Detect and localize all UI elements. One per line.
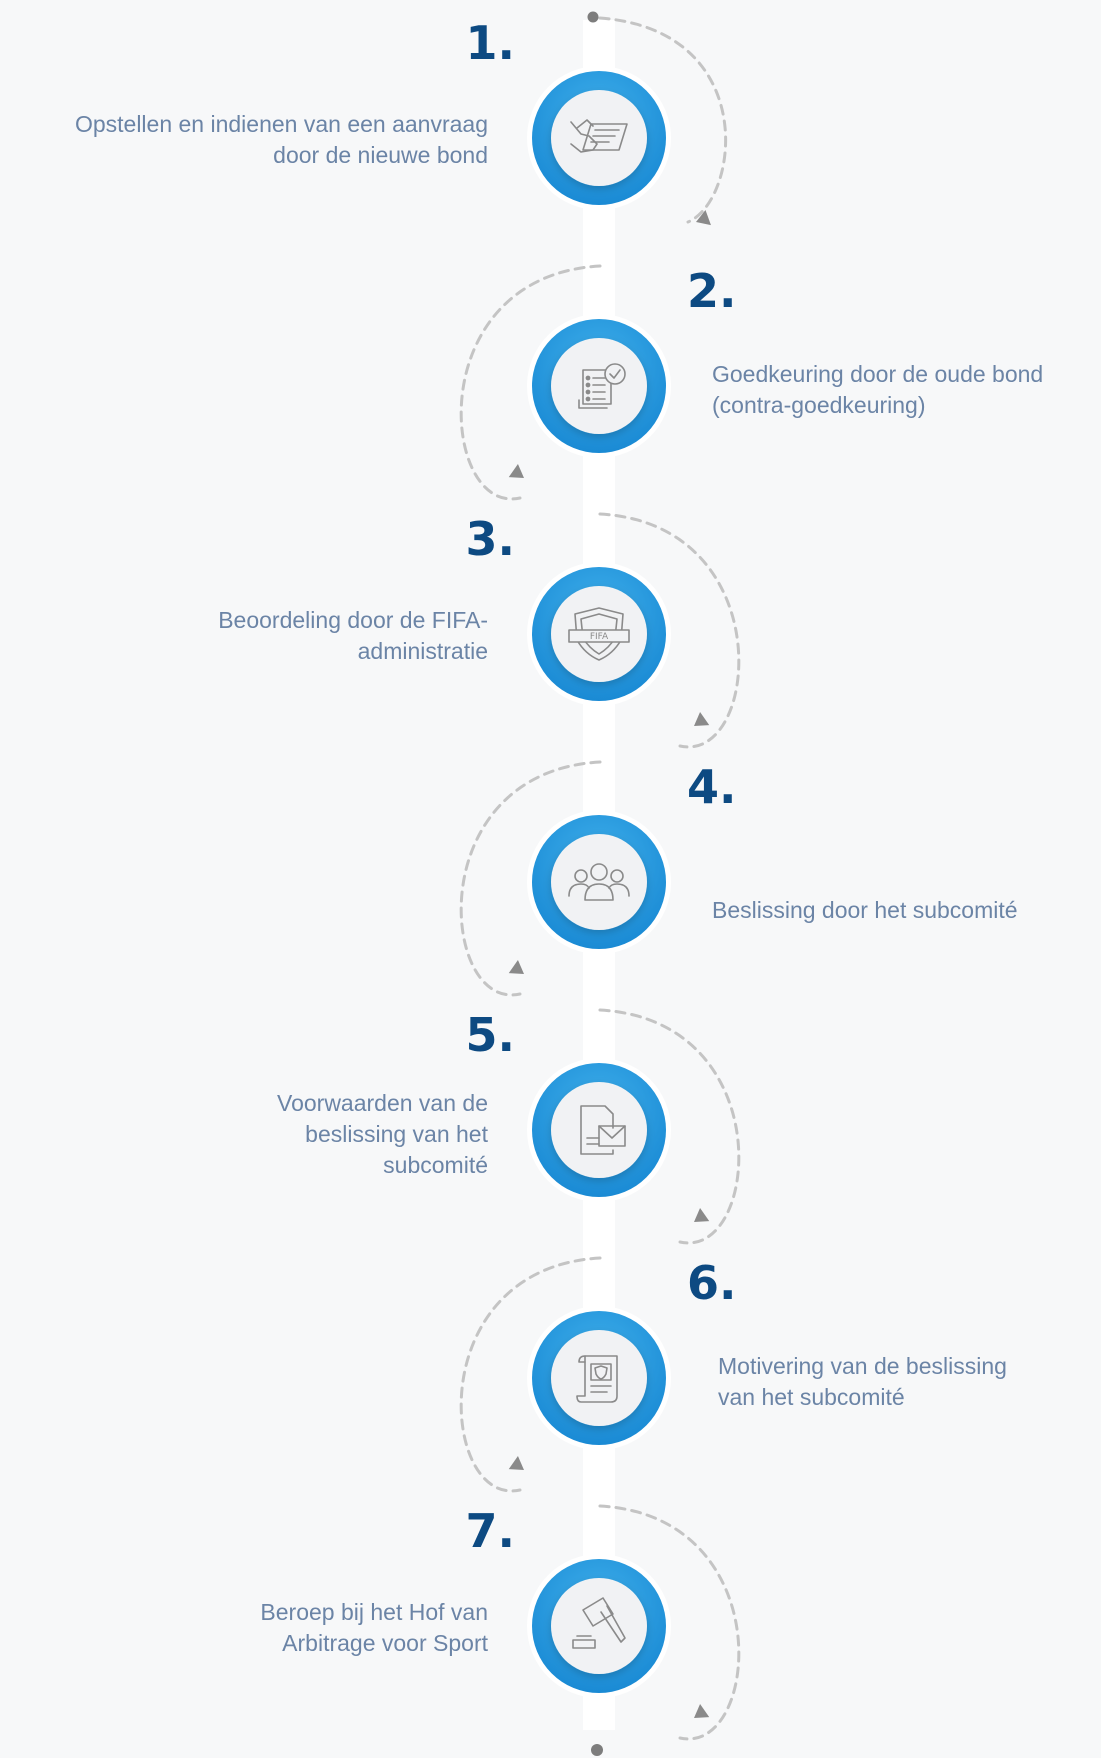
step-description: Motivering van de beslissing van het subc… [718, 1351, 1007, 1413]
connector-arc [598, 16, 728, 224]
step-nodes: FIFA [527, 66, 671, 1698]
node-core [551, 90, 647, 186]
step-node-4 [527, 810, 671, 954]
connector-arc [598, 1008, 741, 1245]
step-number: 4. [687, 760, 737, 814]
step-description-line: Beoordeling door de FIFA- [218, 607, 488, 633]
step-description-line: beslissing van het [305, 1120, 488, 1147]
end-dot [591, 1744, 603, 1756]
step-node-5 [527, 1058, 671, 1202]
node-core [551, 834, 647, 930]
step-number: 2. [687, 264, 737, 318]
gavel-icon [572, 1597, 626, 1649]
connector-arc [459, 760, 602, 997]
node-core [551, 338, 647, 434]
step-description-line: Beslissing door het subcomité [712, 896, 1018, 923]
start-dot [587, 11, 599, 23]
step-description: Voorwaarden van de beslissing van het subc… [277, 1088, 488, 1181]
step-node-3: FIFA [527, 562, 671, 706]
step-description: Goedkeuring door de oude bond (contra-goe… [712, 359, 1043, 421]
step-description-line: (contra-goedkeuring) [712, 392, 926, 418]
step-number: 1. [465, 16, 515, 70]
hand-signing-document-icon [570, 119, 628, 153]
step-node-1 [527, 66, 671, 210]
arrow-head-icon [508, 463, 524, 478]
step-node-7 [527, 1554, 671, 1698]
step-description: Beslissing door het subcomité [712, 895, 1018, 926]
step-node-2 [527, 314, 671, 458]
connector-arc [459, 1256, 602, 1493]
step-description-line: Goedkeuring door de oude bond [712, 361, 1044, 387]
step-number: 6. [687, 1256, 737, 1310]
node-core [551, 1578, 647, 1674]
connector-arc [598, 1504, 741, 1741]
connector-arc [598, 512, 741, 749]
step-description-line: Motivering van de beslissing [718, 1353, 1007, 1379]
step-description-line: Arbitrage voor Sport [282, 1630, 488, 1656]
step-description-line: door de nieuwe bond [273, 142, 488, 168]
step-description-line: subcomité [383, 1151, 488, 1178]
group-people-icon [568, 863, 630, 901]
checklist-approved-icon [578, 363, 626, 409]
arrow-head-icon [694, 711, 710, 726]
step-description: Beoordeling door de FIFA-administratie [218, 605, 488, 667]
document-envelope-icon [580, 1105, 626, 1155]
arrow-head-icon [696, 210, 711, 226]
step-number: 3. [465, 512, 515, 566]
step-description-line: Voorwaarden van de [277, 1089, 488, 1116]
step-number: 7. [465, 1504, 515, 1558]
step-description-line: Opstellen en indienen van een aanvraag [74, 111, 488, 137]
step-description-line: administratie [357, 638, 488, 664]
dashed-connectors [459, 11, 741, 1756]
arrow-head-icon [694, 1703, 710, 1718]
scroll-shield-icon [576, 1355, 618, 1403]
step-description: Opstellen en indienen van een aanvraag do… [75, 109, 488, 171]
arrow-head-icon [694, 1207, 710, 1222]
arrow-head-icon [508, 1455, 524, 1470]
fifa-shield-icon: FIFA [568, 607, 630, 661]
step-node-6 [527, 1306, 671, 1450]
connector-arc [459, 264, 602, 501]
step-description-line: van het subcomité [718, 1384, 905, 1410]
step-description-line: Beroep bij het Hof van [260, 1599, 488, 1625]
fifa-shield-label: FIFA [590, 632, 609, 642]
arrow-head-icon [508, 959, 524, 974]
step-number: 5. [465, 1008, 515, 1062]
